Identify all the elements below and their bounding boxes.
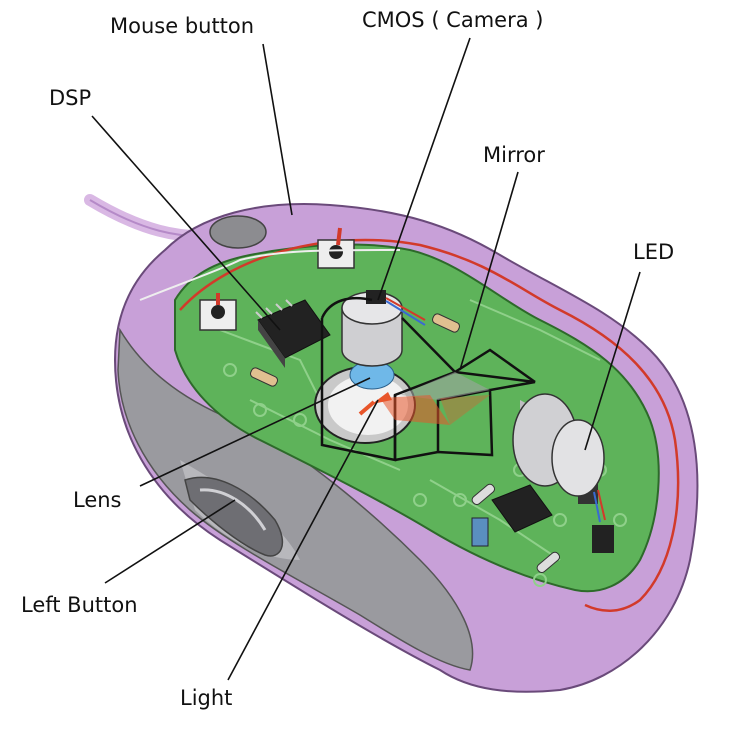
dsp-line [91, 115, 281, 331]
label-mouse-button: Mouse button [110, 14, 255, 38]
label-lens: Lens [73, 488, 122, 512]
led [512, 393, 605, 497]
label-light: Light [180, 686, 233, 710]
secondary-chip [491, 484, 553, 533]
lens-line [139, 377, 371, 487]
label-dsp: DSP [49, 86, 92, 110]
label-left-button: Left Button [21, 593, 138, 617]
label-mirror: Mirror [483, 143, 545, 167]
left-button-shape [184, 476, 284, 557]
cmos-camera [341, 290, 426, 367]
led-line [584, 271, 641, 451]
cmos-line [377, 37, 471, 301]
mouse-switch-left [199, 293, 237, 331]
resistors [250, 313, 561, 574]
left-button-line [104, 499, 236, 584]
callout-lines [91, 37, 641, 681]
label-led: LED [633, 240, 675, 264]
label-cmos-camera: CMOS ( Camera ) [362, 8, 544, 32]
dsp-chip [255, 299, 331, 368]
light-beam [358, 392, 490, 425]
scroll-wheel [209, 215, 267, 249]
light-line [227, 399, 379, 681]
mouse-switch-right [317, 227, 355, 269]
mirror-line [459, 171, 519, 371]
capacitor [471, 517, 489, 547]
mouse-button-line [262, 43, 293, 216]
